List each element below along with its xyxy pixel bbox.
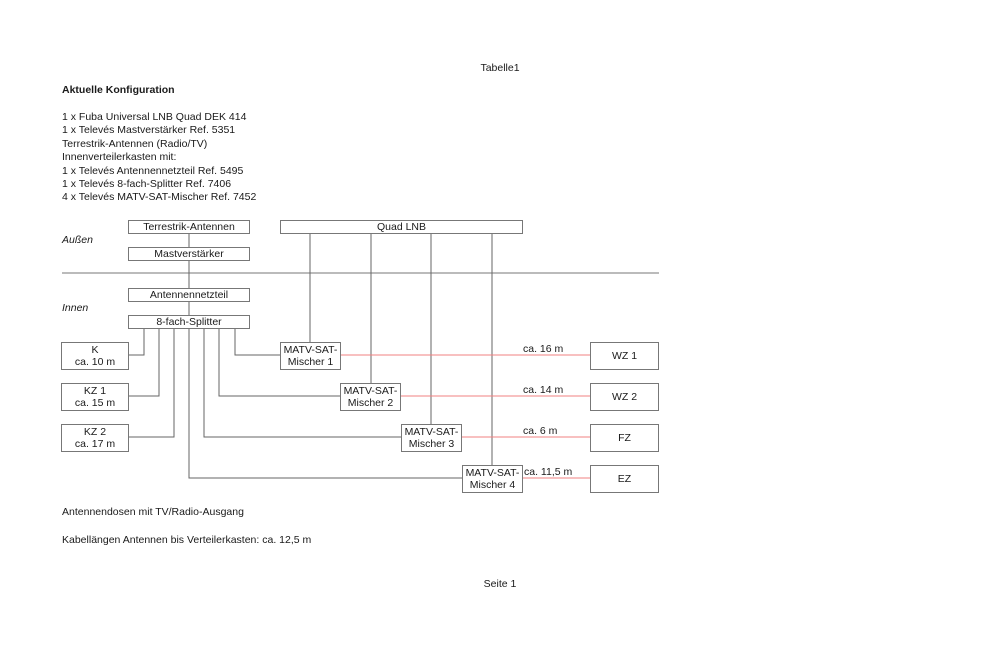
mast-amplifier-box: Mastverstärker [128, 247, 250, 261]
config-item: Innenverteilerkasten mit: [62, 151, 177, 164]
room-name: K [91, 343, 99, 356]
splitter-box: 8-fach-Splitter [128, 315, 250, 329]
room-cable-length: ca. 17 m [74, 438, 116, 450]
splitter-label: 8-fach-Splitter [156, 315, 222, 328]
zone-label-outside: Außen [62, 234, 93, 246]
room-box-wz2: WZ 2 [590, 383, 659, 411]
mixer-label-line1: MATV-SAT- [283, 343, 338, 356]
room-name: WZ 2 [611, 390, 638, 403]
terrestrial-antennas-label: Terrestrik-Antennen [143, 220, 235, 233]
room-cable-length: ca. 15 m [74, 397, 116, 409]
quad-lnb-label: Quad LNB [376, 220, 427, 233]
page-footer: Seite 1 [483, 578, 517, 590]
cable-length-wz1: ca. 16 m [523, 343, 564, 355]
room-cable-length: ca. 10 m [74, 356, 116, 368]
wire-splitter-mixer4 [188, 328, 462, 479]
power-supply-label: Antennennetzteil [149, 288, 229, 301]
page-header: Tabelle1 [480, 62, 520, 74]
wire-splitter-kz2 [128, 328, 175, 438]
room-box-ez: EZ [590, 465, 659, 493]
quad-lnb-box: Quad LNB [280, 220, 523, 234]
config-item: 1 x Televés Mastverstärker Ref. 5351 [62, 124, 236, 137]
mixer-box-2: MATV-SAT- Mischer 2 [340, 383, 401, 411]
mixer-label-line1: MATV-SAT- [404, 425, 459, 438]
room-name: FZ [618, 431, 631, 444]
config-item: 1 x Televés Antennennetzteil Ref. 5495 [62, 164, 244, 177]
room-box-fz: FZ [590, 424, 659, 452]
room-name: KZ 1 [83, 384, 107, 397]
wire-splitter-mixer2 [218, 328, 340, 397]
config-item: 1 x Televés 8-fach-Splitter Ref. 7406 [62, 178, 232, 191]
room-box-k: K ca. 10 m [61, 342, 129, 370]
mixer-label-line2: Mischer 2 [347, 397, 394, 409]
room-name: KZ 2 [83, 425, 107, 438]
mixer-label-line2: Mischer 3 [408, 438, 455, 450]
config-list: 1 x Fuba Universal LNB Quad DEK 414 1 x … [62, 111, 256, 205]
mixer-box-4: MATV-SAT- Mischer 4 [462, 465, 523, 493]
config-item: 4 x Televés MATV-SAT-Mischer Ref. 7452 [62, 191, 257, 204]
mixer-label-line1: MATV-SAT- [465, 466, 520, 479]
wire-splitter-kz1 [128, 328, 160, 397]
power-supply-box: Antennennetzteil [128, 288, 250, 302]
zone-label-inside: Innen [62, 302, 89, 314]
mixer-label-line2: Mischer 4 [469, 479, 516, 491]
room-box-wz1: WZ 1 [590, 342, 659, 370]
room-box-kz1: KZ 1 ca. 15 m [61, 383, 129, 411]
config-title: Aktuelle Konfiguration [62, 84, 175, 96]
terrestrial-antennas-box: Terrestrik-Antennen [128, 220, 250, 234]
cable-length-ez: ca. 11,5 m [524, 466, 573, 478]
note-sockets: Antennendosen mit TV/Radio-Ausgang [62, 506, 244, 518]
mixer-box-3: MATV-SAT- Mischer 3 [401, 424, 462, 452]
cable-length-fz: ca. 6 m [523, 425, 558, 437]
mast-amplifier-label: Mastverstärker [154, 247, 224, 260]
mixer-label-line1: MATV-SAT- [343, 384, 398, 397]
config-item: Terrestrik-Antennen (Radio/TV) [62, 137, 208, 150]
room-box-kz2: KZ 2 ca. 17 m [61, 424, 129, 452]
room-name: WZ 1 [611, 349, 638, 362]
room-name: EZ [617, 472, 632, 485]
config-item: 1 x Fuba Universal LNB Quad DEK 414 [62, 111, 247, 123]
mixer-label-line2: Mischer 1 [287, 356, 334, 368]
cable-length-wz2: ca. 14 m [523, 384, 564, 396]
mixer-box-1: MATV-SAT- Mischer 1 [280, 342, 341, 370]
wire-splitter-mixer1 [234, 328, 280, 356]
wire-splitter-mixer3 [203, 328, 401, 438]
note-cable-length: Kabellängen Antennen bis Verteilerkasten… [62, 534, 312, 546]
